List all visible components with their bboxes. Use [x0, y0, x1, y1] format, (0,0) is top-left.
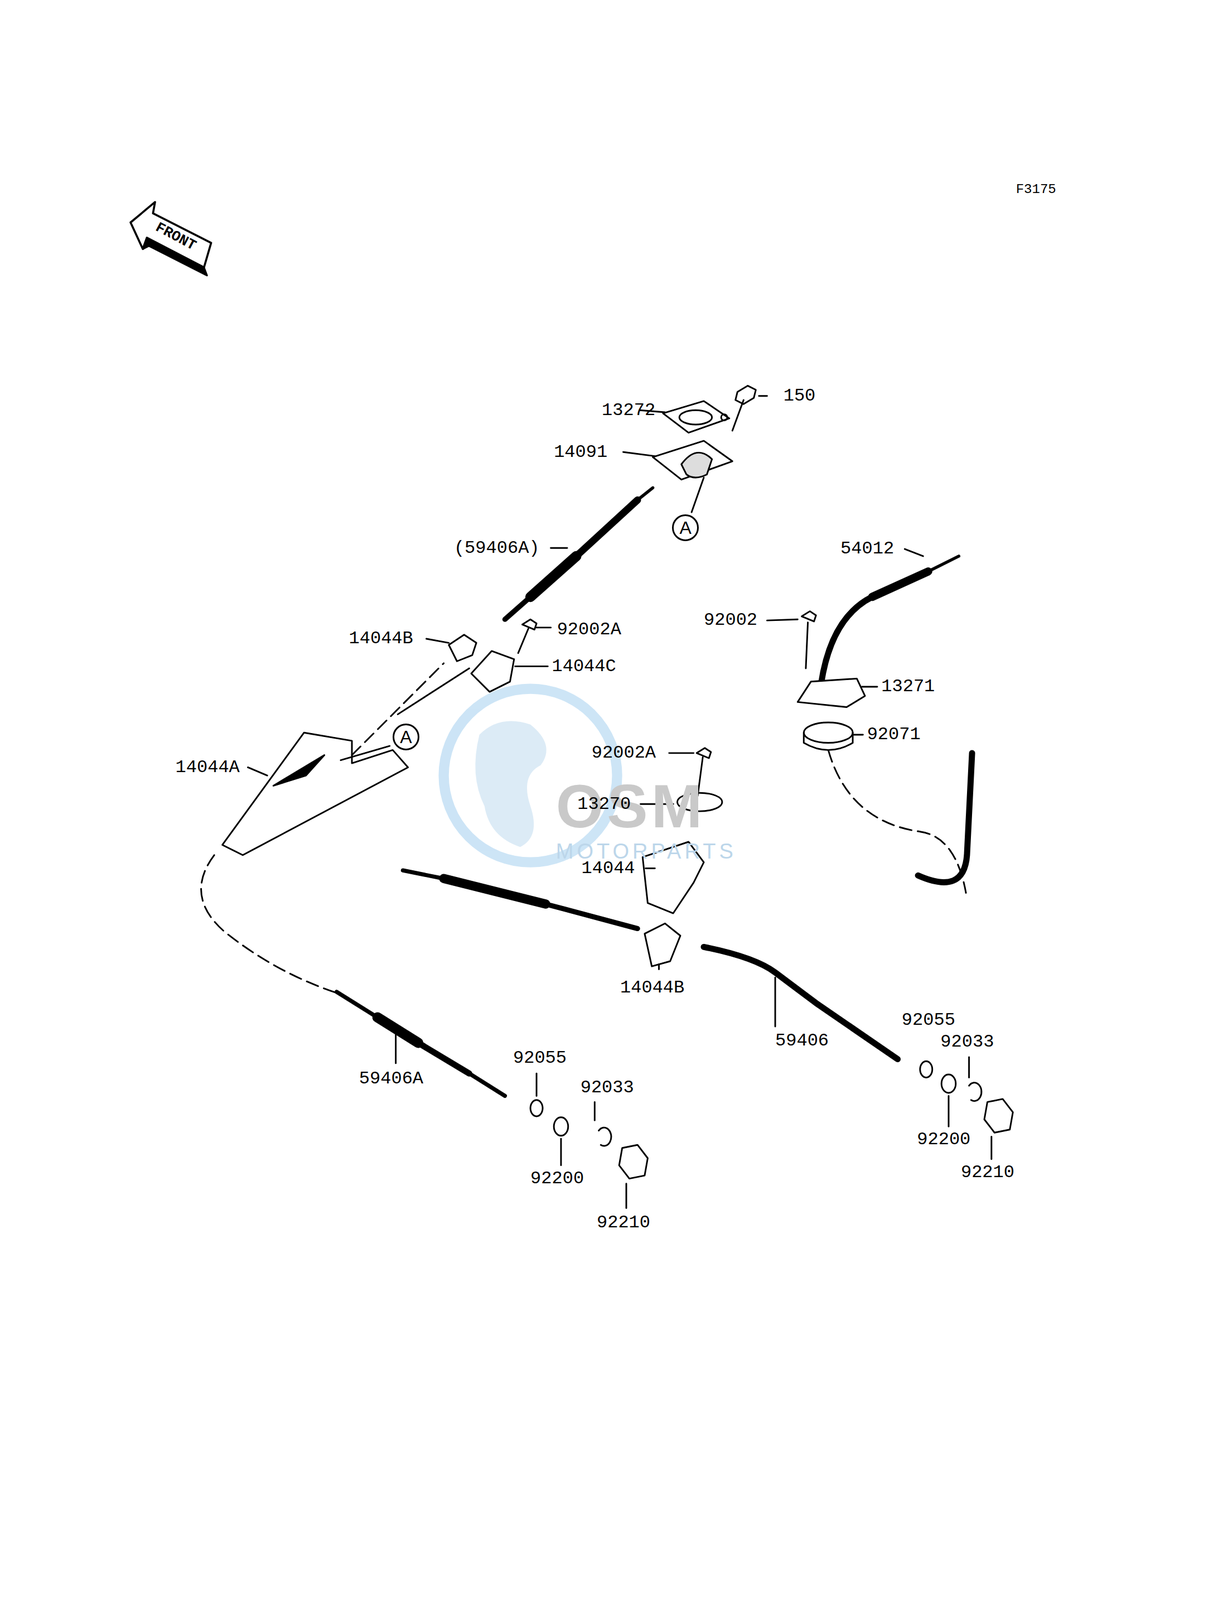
- callout-number: 92002A: [591, 742, 656, 763]
- callout-number: 92200: [530, 1168, 584, 1188]
- callout-number: 92210: [960, 1162, 1015, 1182]
- callout-number: 92210: [596, 1212, 651, 1232]
- callout-number: 14044A: [175, 757, 240, 777]
- callout-number: 14044C: [552, 656, 617, 676]
- callout-number: 13271: [881, 676, 935, 696]
- callout-number: 92002: [703, 610, 758, 630]
- callout-number: 13272: [601, 400, 656, 420]
- reference-circle: A: [392, 723, 420, 751]
- callout-number: 14044B: [620, 977, 685, 998]
- reference-letter: A: [399, 727, 412, 746]
- callout-number: 14044B: [349, 628, 414, 649]
- callout-number: 14091: [553, 442, 608, 462]
- callout-number: 92071: [867, 724, 921, 744]
- callout-number: 54012: [840, 538, 894, 559]
- callout-number: 150: [783, 385, 816, 406]
- callout-number: 59406: [775, 1030, 829, 1051]
- callout-number: 14044: [581, 858, 636, 878]
- callout-number: 92002A: [557, 619, 622, 640]
- callout-number: 92055: [901, 1009, 956, 1030]
- callout-number: 13270: [577, 794, 631, 814]
- reference-circle: A: [672, 514, 699, 541]
- callout-number: 59406A: [359, 1068, 424, 1089]
- reference-letter: A: [679, 518, 691, 537]
- callout-number: 92033: [580, 1077, 635, 1097]
- callout-number: 92055: [513, 1047, 567, 1068]
- callout-number: 92200: [916, 1129, 971, 1149]
- callout-number: (59406A): [453, 538, 540, 558]
- callout-number: 92033: [940, 1031, 994, 1052]
- figure-tag: F3175: [1016, 182, 1057, 197]
